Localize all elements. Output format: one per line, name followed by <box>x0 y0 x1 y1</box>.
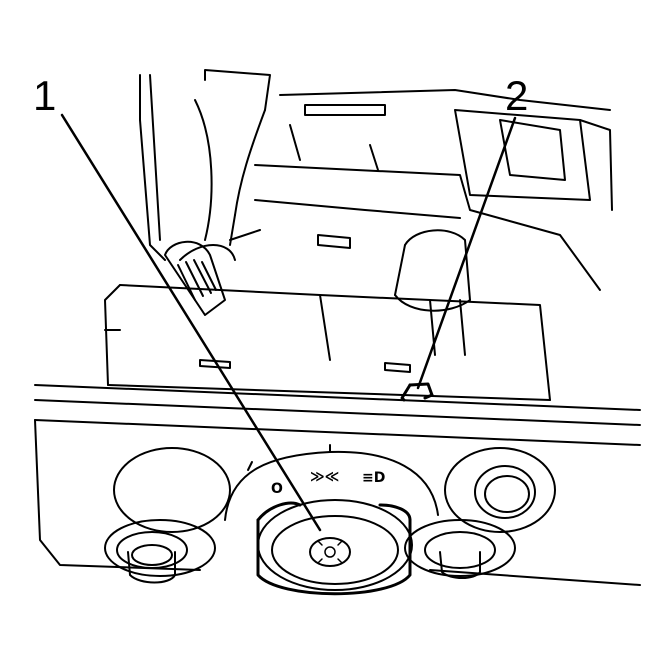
switch-symbol-parking: ≫≪ <box>310 469 339 485</box>
switch-symbol-headlamp: ≡D <box>362 470 385 486</box>
callout-label-2: 2 <box>505 72 528 119</box>
retaining-clip <box>400 382 434 402</box>
headlamp-switch-bezel <box>224 444 439 521</box>
upper-connector-assembly <box>139 69 613 291</box>
callout-label-1: 1 <box>33 72 56 119</box>
right-rotary-knob <box>404 447 556 579</box>
leader-line-2 <box>416 116 517 390</box>
wiring-harness-plug <box>164 240 226 316</box>
switch-housing <box>104 284 551 401</box>
switch-symbol-off: O <box>271 481 283 497</box>
leader-line-1 <box>60 113 322 532</box>
headlamp-symbol-icon <box>317 540 343 564</box>
headlamp-switch-knob <box>256 499 413 596</box>
instrument-panel-trim <box>34 384 641 586</box>
left-rotary-knob <box>104 447 231 584</box>
callout-leader-lines <box>60 113 517 532</box>
